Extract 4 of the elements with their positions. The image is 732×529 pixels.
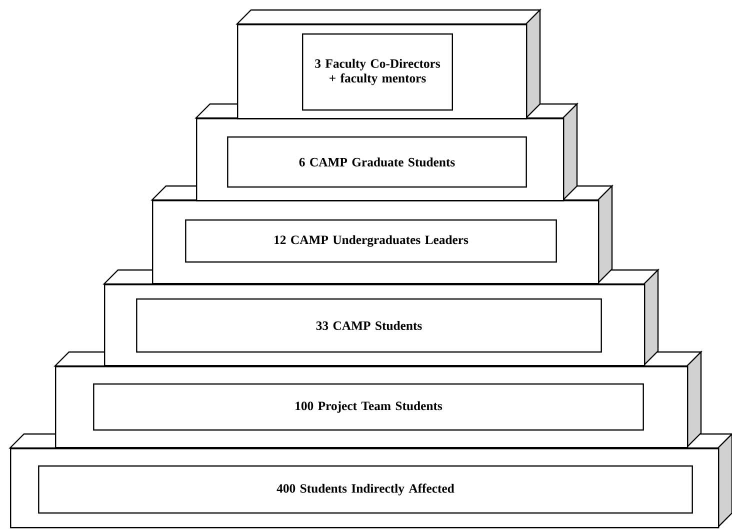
label-box: 100 Project Team Students (93, 383, 644, 431)
label-box: 3 Faculty Co-Directors + faculty mentors (302, 33, 453, 111)
label-box: 400 Students Indirectly Affected (38, 465, 693, 514)
label-box: 12 CAMP Undergraduates Leaders (185, 219, 557, 263)
